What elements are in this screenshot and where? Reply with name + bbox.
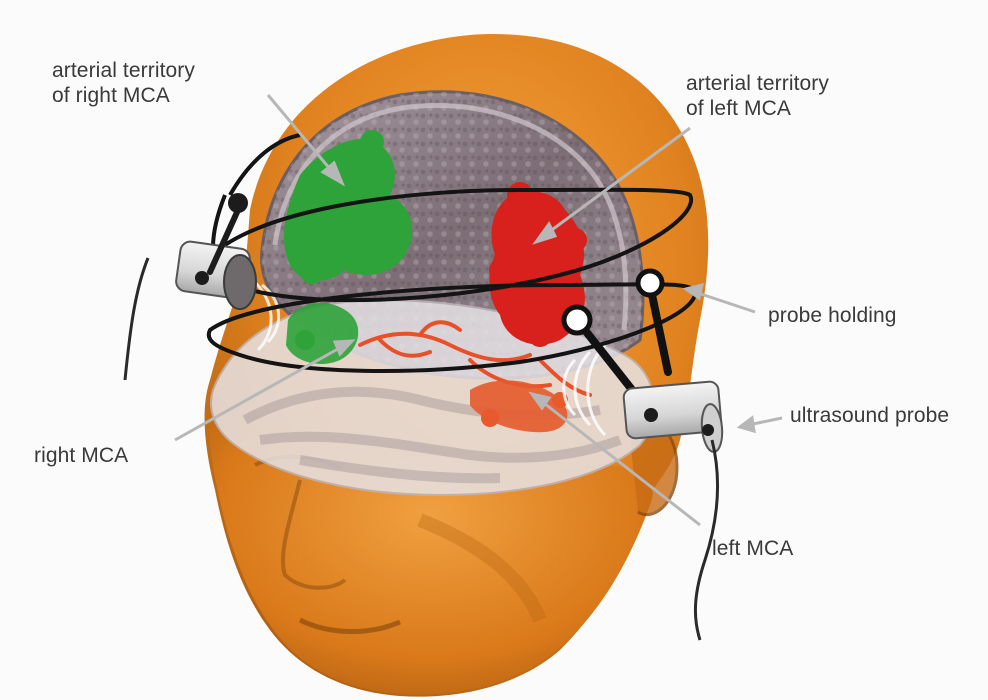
label-right-territory-line1: arterial territory	[52, 58, 195, 83]
label-ultrasound-probe: ultrasound probe	[790, 403, 949, 428]
label-right-mca: right MCA	[34, 443, 128, 468]
label-left-territory-line1: arterial territory	[686, 71, 829, 96]
label-left-territory-line2: of left MCA	[686, 96, 829, 121]
label-right-territory-line2: of right MCA	[52, 83, 195, 108]
label-right-territory: arterial territory of right MCA	[52, 58, 195, 108]
label-probe-holding: probe holding	[768, 303, 897, 328]
label-left-territory: arterial territory of left MCA	[686, 71, 829, 121]
label-left-mca: left MCA	[712, 536, 793, 561]
